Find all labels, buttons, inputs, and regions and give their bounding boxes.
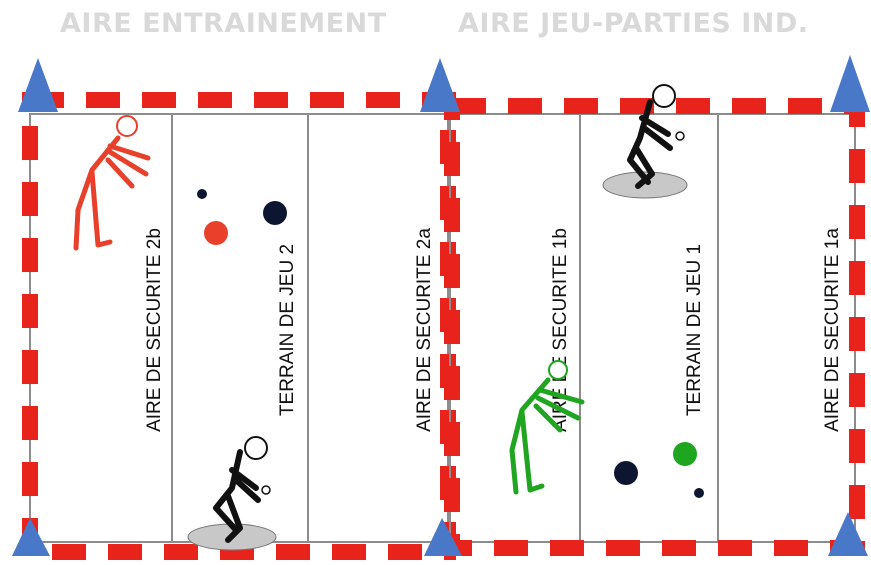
label-field-1: TERRAIN DE JEU 1 (684, 244, 705, 416)
label-security-1b: AIRE DE SECURITE 1b (550, 228, 571, 432)
boule-green-right (673, 442, 697, 466)
label-field-2: TERRAIN DE JEU 2 (277, 244, 298, 416)
cone-icon (12, 518, 50, 556)
label-security-2b: AIRE DE SECURITE 2b (144, 228, 165, 432)
cone-icon (18, 58, 58, 112)
boule-red-left (204, 221, 228, 245)
jack-ball-left (197, 189, 207, 199)
player-green-figure (512, 361, 582, 492)
jack-ball-right (694, 488, 704, 498)
player-red-figure (76, 116, 148, 248)
cone-icon (420, 58, 460, 112)
boule-navy-left (263, 201, 287, 225)
label-security-1a: AIRE DE SECURITE 1a (822, 228, 843, 432)
label-security-2a: AIRE DE SECURITE 2a (414, 228, 435, 432)
boule-navy-right (614, 461, 638, 485)
cone-icon (830, 55, 870, 112)
